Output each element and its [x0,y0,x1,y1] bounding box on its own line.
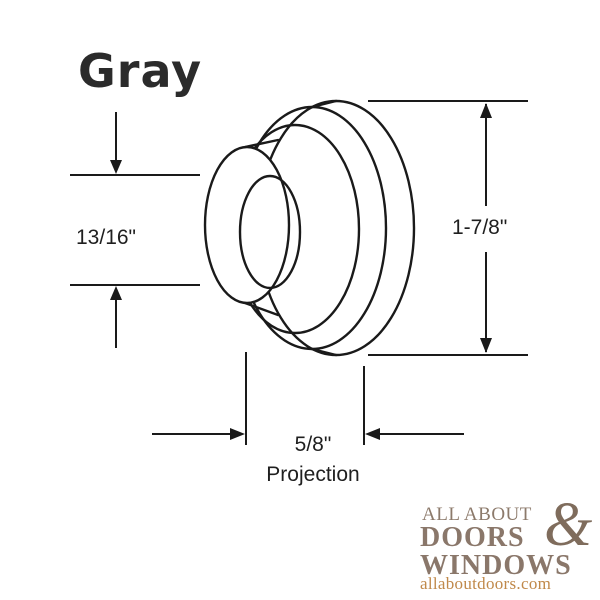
sleeve-bottom-edge [243,301,280,317]
outer-arrowhead-bottom [480,338,492,353]
sleeve-top-edge [243,138,280,149]
flange-bottom-edge [310,347,338,357]
color-title: Gray [78,44,203,98]
inner-arrowhead-top [110,160,122,174]
inner-diameter-label: 13/16" [76,226,137,249]
sleeve-front-face [203,145,291,305]
projection-label: Projection [266,463,360,486]
projection-dimension: 5/8" Projection [258,430,368,490]
proj-arrowhead-left [230,428,245,440]
flange-top-edge [310,99,338,109]
logo-line-windows: WINDOWS [420,550,572,581]
outer-arrowhead-top [480,103,492,118]
projection-value: 5/8" [294,433,332,456]
inner-arrowhead-bottom [110,286,122,300]
logo-ampersand: & [544,491,593,559]
outer-diameter-label: 1-7/8" [452,216,508,239]
brand-logo: ALL ABOUT & DOORS WINDOWS allaboutdoors.… [416,491,600,598]
proj-arrowhead-right [365,428,380,440]
bore [238,174,302,290]
logo-line-doors: DOORS [420,522,525,553]
logo-line-all-about: ALL ABOUT [422,504,532,525]
logo-url: allaboutdoors.com [420,574,552,593]
